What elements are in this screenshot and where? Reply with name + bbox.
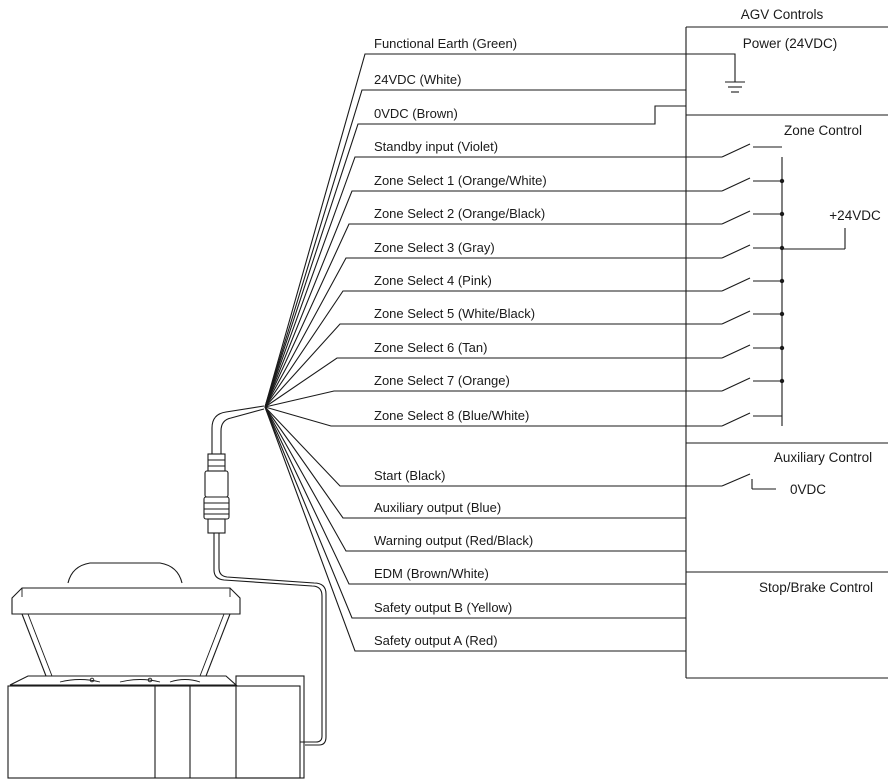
wire-standby-input-violet: Standby input (Violet) [264, 139, 782, 408]
wire-label-warning-output-red-black: Warning output (Red/Black) [374, 533, 533, 548]
safety-scanner-illustration [7, 405, 327, 779]
agv-controls-title: AGV Controls [741, 7, 824, 22]
power-section-label: Power (24VDC) [743, 36, 838, 51]
wire-zone-select-2-orange-black: Zone Select 2 (Orange/Black) [264, 206, 785, 408]
zero-vdc-label: 0VDC [790, 482, 826, 497]
ground-icon [725, 55, 745, 93]
wire-label-auxiliary-output-blue: Auxiliary output (Blue) [374, 500, 501, 515]
wire-label-zone-select-8-blue-white: Zone Select 8 (Blue/White) [374, 408, 529, 423]
wire-auxiliary-output-blue: Auxiliary output (Blue) [264, 406, 686, 519]
wire-label-edm-brown-white: EDM (Brown/White) [374, 566, 489, 581]
wire-zone-select-3-gray: Zone Select 3 (Gray) [264, 240, 785, 408]
wire-zone-select-5-white-black: Zone Select 5 (White/Black) [264, 306, 785, 408]
wire-label-zone-select-7-orange: Zone Select 7 (Orange) [374, 373, 510, 388]
wire-zone-select-8-blue-white: Zone Select 8 (Blue/White) [264, 406, 782, 427]
zone-section-label: Zone Control [784, 123, 862, 138]
wire-24vdc-white: 24VDC (White) [264, 72, 686, 408]
wire-label-start-black: Start (Black) [374, 468, 446, 483]
wire-functional-earth-green: Functional Earth (Green) [264, 36, 736, 408]
wire-label-0vdc-brown: 0VDC (Brown) [374, 106, 458, 121]
wire-edm-brown-white: EDM (Brown/White) [264, 406, 686, 585]
wire-label-safety-output-b-yellow: Safety output B (Yellow) [374, 600, 512, 615]
wire-label-zone-select-3-gray: Zone Select 3 (Gray) [374, 240, 495, 255]
wire-label-safety-output-a-red: Safety output A (Red) [374, 633, 498, 648]
wire-zone-select-4-pink: Zone Select 4 (Pink) [264, 273, 785, 408]
wire-label-zone-select-6-tan: Zone Select 6 (Tan) [374, 340, 487, 355]
wire-label-functional-earth-green: Functional Earth (Green) [374, 36, 517, 51]
wire-safety-output-b-yellow: Safety output B (Yellow) [264, 406, 686, 619]
stop-section-label: Stop/Brake Control [759, 580, 873, 595]
wire-warning-output-red-black: Warning output (Red/Black) [264, 406, 686, 552]
wire-label-standby-input-violet: Standby input (Violet) [374, 139, 498, 154]
aux-reference [751, 480, 776, 490]
wire-harness: Functional Earth (Green) 24VDC (White) 0VD… [264, 36, 785, 652]
wire-zone-select-7-orange: Zone Select 7 (Orange) [264, 373, 785, 408]
wire-label-zone-select-4-pink: Zone Select 4 (Pink) [374, 273, 492, 288]
wire-0vdc-brown: 0VDC (Brown) [264, 105, 686, 408]
wire-label-zone-select-5-white-black: Zone Select 5 (White/Black) [374, 306, 535, 321]
wire-start-black: Start (Black) [264, 406, 753, 487]
wire-label-24vdc-white: 24VDC (White) [374, 72, 461, 87]
zone-bus [781, 157, 846, 426]
wire-label-zone-select-1-orange-white: Zone Select 1 (Orange/White) [374, 173, 547, 188]
aux-section-label: Auxiliary Control [774, 450, 872, 465]
wire-zone-select-6-tan: Zone Select 6 (Tan) [264, 340, 785, 408]
wire-label-zone-select-2-orange-black: Zone Select 2 (Orange/Black) [374, 206, 545, 221]
plus-24vdc-label: +24VDC [829, 208, 881, 223]
agv-controls-box [685, 26, 888, 679]
wire-safety-output-a-red: Safety output A (Red) [264, 406, 686, 652]
wire-zone-select-1-orange-white: Zone Select 1 (Orange/White) [264, 173, 785, 408]
